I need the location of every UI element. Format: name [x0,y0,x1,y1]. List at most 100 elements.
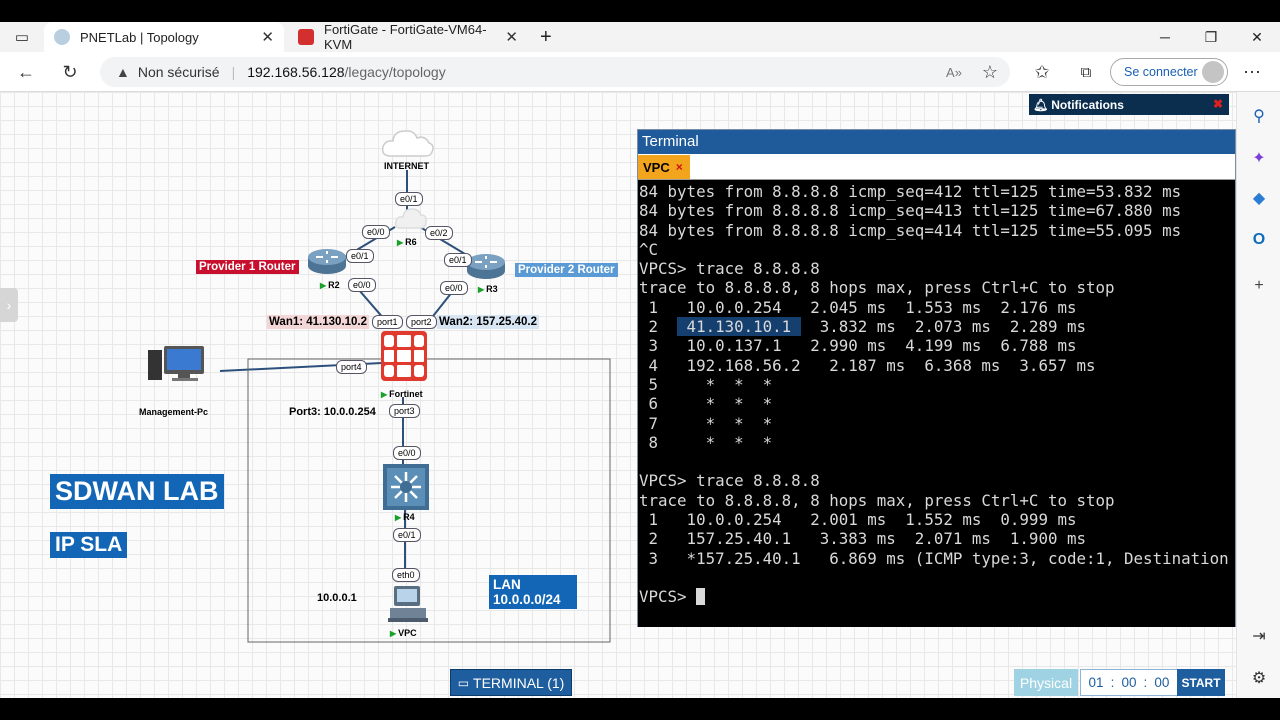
read-aloud-icon[interactable]: A» [946,64,962,80]
url-host: 192.168.56.128 [247,64,345,80]
sign-in-button[interactable]: Se connecter [1110,58,1228,86]
pnetlab-favicon-icon [54,29,70,45]
port-r4-e00: e0/0 [393,446,421,460]
address-bar-row: ← ↻ ▲ Non sécurisé | 192.168.56.128 /leg… [0,52,1280,92]
new-tab-button[interactable]: + [540,25,552,48]
tab-title: FortiGate - FortiGate-VM64-KVM [324,22,487,52]
ip-sla-title: IP SLA [50,532,128,558]
terminal-cursor [696,588,706,606]
timer-minutes: 00 [1121,675,1137,690]
r3-name: R3 [486,284,498,294]
notifications-close-icon[interactable]: ✖ [1212,97,1223,111]
restore-icon[interactable]: ❐ [1204,28,1218,45]
physical-button[interactable]: Physical [1014,669,1078,696]
terminal-output-part2: 3.832 ms 2.073 ms 2.289 ms 3 10.0.137.1 … [639,317,1229,607]
minimize-icon[interactable]: ─ [1160,29,1170,45]
close-window-icon[interactable]: ✕ [1251,28,1263,45]
fortigate-favicon-icon [298,29,314,45]
port-r6-e02: e0/2 [425,226,453,240]
copilot-icon[interactable]: ✦ [1252,150,1266,167]
lan-line-2: 10.0.0.0/24 [493,592,561,607]
add-sidebar-icon[interactable]: + [1254,277,1264,294]
internet-cloud-icon[interactable] [381,126,435,160]
vpc-ip-label: 10.0.0.1 [317,592,357,604]
terminal-tab-vpc[interactable]: VPC × [638,155,690,179]
r4-switch-icon[interactable] [383,464,429,510]
terminal-output: 84 bytes from 8.8.8.8 icmp_seq=412 ttl=1… [639,182,1235,607]
topology-canvas[interactable]: INTERNET e0/1 ▶R6 e0/0 e0/2 ▶R2 e0/1 e0/… [0,92,1236,698]
provider1-label: Provider 1 Router [196,260,299,274]
browser-tab-strip: ▭ PNETLab | Topology ✕ FortiGate - Forti… [0,22,1280,52]
vpc-name: VPC [398,628,417,638]
browser-sidebar: ⚲ ✦ ◆ O + ⇥ ⚙ [1236,92,1280,698]
port-fg-port3: port3 [389,404,420,418]
r2-name: R2 [328,280,340,290]
favorites-icon[interactable]: ✩ [1034,61,1050,82]
terminal-tab-label: VPC [643,159,670,175]
tab-fortigate[interactable]: FortiGate - FortiGate-VM64-KVM ✕ [288,22,528,52]
lan-label: LAN 10.0.0.0/24 [489,575,577,609]
fortinet-label: ▶Fortinet [381,389,423,399]
fortinet-name: Fortinet [389,389,423,399]
port-fg-port2: port2 [406,315,437,329]
search-icon[interactable]: ⚲ [1253,108,1265,125]
bell-icon: 🔔︎ [1033,97,1049,112]
sign-in-label: Se connecter [1124,65,1198,79]
r2-router-icon[interactable] [306,246,348,276]
r2-label: ▶R2 [320,280,340,290]
port-r2-e00: e0/0 [348,278,376,292]
r4-label: ▶R4 [395,512,415,522]
screen-top-bar [0,0,1280,22]
r6-cloud-icon[interactable] [394,206,428,232]
fortinet-firewall-icon[interactable] [381,331,427,381]
tab-title: PNETLab | Topology [80,29,199,45]
security-label: Non sécurisé [137,64,220,80]
monitor-icon: ▭ [457,675,470,690]
port-r4-e01: e0/1 [393,528,421,542]
wan2-label: Wan2: 157.25.40.2 [437,315,540,329]
management-pc-label: Management-Pc [139,407,209,417]
timer-sep: : [1143,675,1148,690]
notifications-label: Notifications [1051,97,1124,112]
tab-pnetlab[interactable]: PNETLab | Topology ✕ [44,22,284,52]
vpc-label: ▶VPC [390,628,417,638]
provider2-label: Provider 2 Router [515,263,618,277]
port-r3-e01: e0/1 [444,253,472,267]
office-icon[interactable]: ◆ [1252,190,1266,207]
tab-close-icon[interactable]: ✕ [505,29,518,46]
collections-icon[interactable]: ⧉ [1080,63,1092,81]
sidebar-hide-icon[interactable]: ⇥ [1252,628,1266,645]
terminal-title[interactable]: Terminal [638,130,1235,154]
port3-ip-label: Port3: 10.0.0.254 [289,406,376,418]
url-separator: | [231,64,236,80]
r4-name: R4 [403,512,415,522]
port-r2-e01: e0/1 [346,249,374,263]
terminal-output-part1: 84 bytes from 8.8.8.8 icmp_seq=412 ttl=1… [639,182,1182,337]
back-icon[interactable]: ← [17,61,35,82]
tab-close-icon[interactable]: ✕ [261,29,274,46]
timer-field[interactable]: 01 : 00 : 00 [1080,669,1178,696]
wan1-label: Wan1: 41.130.10.2 [267,315,370,329]
r3-router-icon[interactable] [465,251,507,281]
outlook-icon[interactable]: O [1252,231,1266,248]
tab-actions-icon[interactable]: ▭ [14,29,30,46]
terminal-screen[interactable]: 84 bytes from 8.8.8.8 icmp_seq=412 ttl=1… [638,181,1235,627]
sdwan-lab-title: SDWAN LAB [50,474,224,509]
terminal-selection: 41.130.10.1 [677,317,801,337]
timer-hours: 01 [1088,675,1104,690]
reload-icon[interactable]: ↻ [62,61,78,82]
url-field[interactable]: ▲ Non sécurisé | 192.168.56.128 /legacy/… [100,57,1010,87]
terminal-window[interactable]: Terminal VPC × 84 bytes from 8.8.8.8 icm… [637,129,1236,627]
more-menu-icon[interactable]: ⋯ [1243,61,1261,82]
terminal-tab-close-icon[interactable]: × [675,160,683,174]
notifications-bar[interactable]: 🔔︎ Notifications ✖ [1029,94,1229,115]
r6-label: ▶R6 [397,237,417,247]
management-pc-icon[interactable] [146,344,208,382]
add-favorite-icon[interactable]: ☆ [981,61,999,82]
left-panel-expand-icon[interactable]: › [0,288,18,322]
settings-gear-icon[interactable]: ⚙ [1251,670,1267,687]
start-button[interactable]: START [1177,669,1225,696]
vpc-computer-icon[interactable] [388,586,428,624]
terminal-button[interactable]: ▭ TERMINAL (1) [450,669,572,696]
timer-sep: : [1110,675,1115,690]
